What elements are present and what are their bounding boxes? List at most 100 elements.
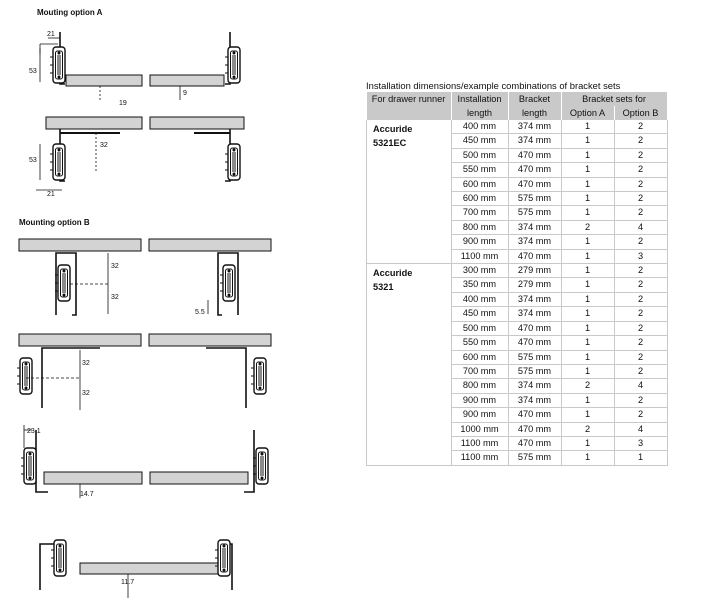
option-a-cell: 1 [560,148,614,164]
option-b-cell: 3 [613,249,668,265]
installation-length-cell: 1000 mm [450,422,508,437]
runner-name: Accuride [373,268,413,279]
option-a-cell: 1 [560,249,614,265]
dim-b1-top: 32 [111,263,119,270]
bracket-length-cell: 470 mm [507,407,561,423]
installation-length-cell: 450 mm [450,306,508,322]
dim-a1-gap: 9 [183,90,187,97]
option-b-cell: 2 [613,148,668,164]
option-a-cell: 1 [560,350,614,365]
option-b-cell: 2 [613,350,668,365]
installation-length-cell: 1100 mm [450,249,508,265]
dim-b3-width: 23.1 [27,428,41,435]
bracket-length-cell: 279 mm [507,277,561,293]
diagram-b4 [39,539,233,598]
dim-a1-bottom: 19 [119,100,127,107]
option-a-cell: 1 [560,277,614,293]
option-a-cell: 1 [560,234,614,250]
bracket-length-cell: 575 mm [507,205,561,221]
bracket-length-cell: 470 mm [507,249,561,265]
installation-length-cell: 800 mm [450,378,508,394]
bracket-sets-table: For drawer runner Installation Bracket B… [366,92,668,466]
bracket-length-cell: 470 mm [507,177,561,193]
dim-a2-height: 53 [29,157,37,164]
option-b-cell: 2 [613,292,668,308]
bracket-length-cell: 374 mm [507,120,561,135]
option-a-cell: 1 [560,364,614,380]
runner-model: 5321 [373,282,394,293]
bracket-length-cell: 470 mm [507,148,561,164]
option-a-cell: 1 [560,120,614,135]
option-a-cell: 1 [560,177,614,193]
installation-length-cell: 900 mm [450,407,508,423]
option-b-cell: 2 [613,263,668,279]
installation-length-cell: 500 mm [450,321,508,337]
option-b-cell: 2 [613,407,668,423]
dim-b1-bottom: 32 [111,294,119,301]
heading-option-b: Mounting option B [19,218,90,227]
option-a-cell: 1 [560,162,614,178]
option-b-cell: 4 [613,220,668,236]
bracket-length-cell: 279 mm [507,263,561,279]
bracket-length-cell: 575 mm [507,364,561,380]
dim-b1-offset: 5.5 [195,309,205,316]
installation-length-cell: 500 mm [450,148,508,164]
diagram-a2 [36,116,245,191]
bracket-length-cell: 470 mm [507,321,561,337]
table-header-row-2: length length Option A Option B [366,106,668,120]
runner-cell: Accuride 5321 [366,263,451,466]
table-title: Installation dimensions/example combinat… [366,80,621,91]
runner-name: Accuride [373,124,413,134]
option-a-cell: 1 [560,436,614,452]
header-option-a: Option A [561,106,615,120]
bracket-length-cell: 374 mm [507,133,561,149]
option-a-cell: 1 [560,335,614,351]
diagram-a1 [39,32,241,100]
installation-length-cell: 800 mm [450,220,508,236]
header-installation-sub: length [451,106,509,120]
bracket-length-cell: 374 mm [507,393,561,409]
dim-b4-bottom: 11.7 [121,579,134,586]
diagram-b1 [18,238,272,316]
option-b-cell: 2 [613,191,668,207]
bracket-length-cell: 374 mm [507,306,561,322]
bracket-length-cell: 374 mm [507,378,561,394]
header-bracket: Bracket [508,92,562,106]
bracket-length-cell: 374 mm [507,292,561,308]
option-b-cell: 2 [613,277,668,293]
option-b-cell: 2 [613,306,668,322]
installation-length-cell: 900 mm [450,234,508,250]
option-a-cell: 2 [560,378,614,394]
option-a-cell: 1 [560,393,614,409]
header-option-b: Option B [614,106,668,120]
dim-a2-width: 21 [47,191,55,198]
option-b-cell: 2 [613,335,668,351]
header-runner-sub [366,106,452,120]
option-a-cell: 1 [560,191,614,207]
installation-length-cell: 600 mm [450,191,508,207]
option-b-cell: 2 [613,321,668,337]
installation-length-cell: 550 mm [450,335,508,351]
diagram-b2 [16,333,272,410]
option-a-cell: 2 [560,422,614,437]
installation-length-cell: 600 mm [450,350,508,365]
bracket-length-cell: 575 mm [507,191,561,207]
option-b-cell: 2 [613,364,668,380]
option-a-cell: 1 [560,407,614,423]
installation-length-cell: 700 mm [450,364,508,380]
